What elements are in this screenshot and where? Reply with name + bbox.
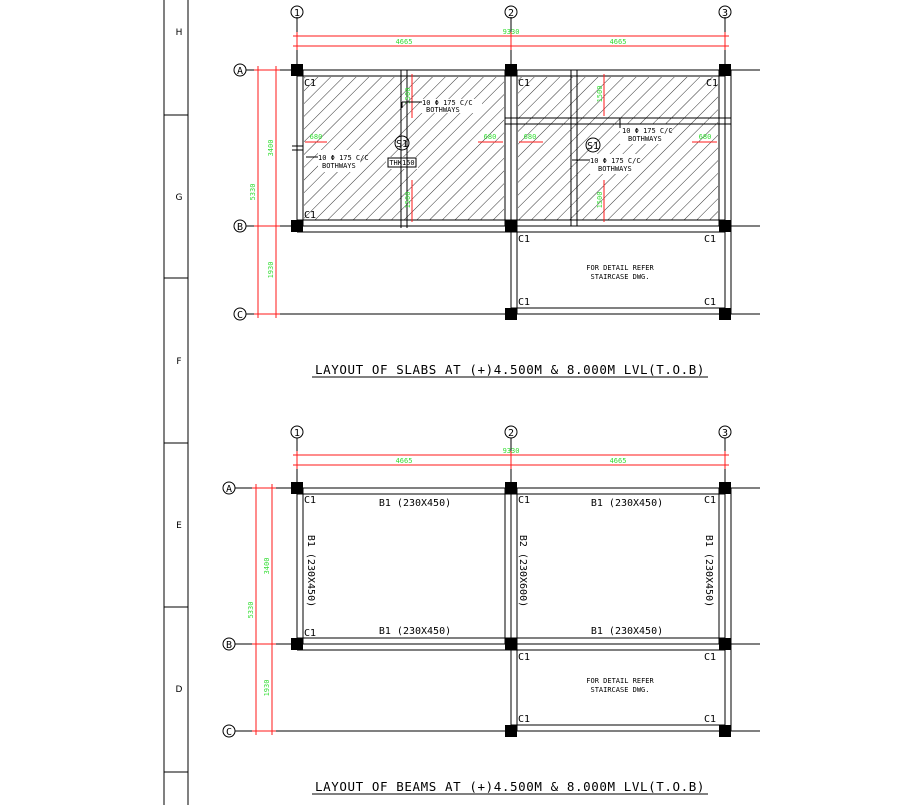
beam-plan-title: LAYOUT OF BEAMS AT (+)4.500M & 8.000M LV… [315,779,705,794]
beam-label-top-left: B1 (230X450) [379,498,451,509]
beam-label-vertical-left: B1 (230X450) [305,535,316,607]
dimension-right: 4665 [610,38,627,46]
column-c2 [505,308,517,320]
rebar-callout-left-b: BOTHWAYS [322,162,356,170]
column-c2 [505,725,517,737]
column-c3 [719,725,731,737]
dimension-total: 9330 [503,28,520,36]
column-label: C1 [518,78,530,89]
column-label: C1 [518,495,530,506]
grid-bubble-a: A [237,66,243,77]
column-label: C1 [518,234,530,245]
grid-bubble-a: A [226,484,232,495]
dimension-ab: 3400 [263,558,271,575]
small-dimension: 680 [524,133,537,141]
small-dimension: 680 [310,133,323,141]
dimension-left: 4665 [396,38,413,46]
column-b1 [291,220,303,232]
small-dimension: 1500 [596,192,604,209]
sheet-border: H G F E D [163,0,189,805]
dimension-left: 4665 [396,457,413,465]
slab-mark-left: S1 [396,139,408,150]
grid-bubble-1: 1 [294,8,300,19]
zone-label-h: H [176,28,183,38]
column-label: C1 [704,297,716,308]
beam-label-top-right: B1 (230X450) [591,498,663,509]
column-b2 [505,220,517,232]
slab-thickness-label: THK150 [389,159,414,167]
column-c3 [719,308,731,320]
small-dimension: 1500 [596,86,604,103]
small-dimension: 680 [484,133,497,141]
grid-bubble-2: 2 [508,8,514,19]
column-label: C1 [518,652,530,663]
column-label: C1 [704,495,716,506]
staircase-note-line-2: STAIRCASE DWG. [590,273,649,281]
small-dimension: 680 [699,133,712,141]
column-a3 [719,64,731,76]
zone-label-g: G [176,193,183,203]
slab-plan: C1 C1 C1 C1 C1 C1 C1 C1 1 2 3 A B C 9330… [233,5,760,378]
slab-plan-title: LAYOUT OF SLABS AT (+)4.500M & 8.000M LV… [315,362,705,377]
column-b3 [719,220,731,232]
dimension-ac: 5330 [249,184,257,201]
grid-bubble-2: 2 [508,428,514,439]
grid-bubble-3: 3 [722,428,728,439]
column-a1 [291,64,303,76]
column-label: C1 [518,714,530,725]
rebar-callout-right-top-b: BOTHWAYS [628,135,662,143]
beam-label-mid-right: B1 (230X450) [591,626,663,637]
column-b2 [505,638,517,650]
rebar-callout-right-top: 10 Φ 175 C/C [622,127,673,135]
rebar-callout-top-b: BOTHWAYS [426,106,460,114]
column-label: C1 [704,652,716,663]
staircase-note-line-1: FOR DETAIL REFER [586,677,654,685]
column-b1 [291,638,303,650]
rebar-callout-left: 10 Φ 175 C/C [318,154,369,162]
rebar-callout-top: 10 Φ 175 C/C [422,99,473,107]
column-label: C1 [706,78,718,89]
column-label: C1 [518,297,530,308]
dimension-bc: 1930 [263,680,271,697]
column-label: C1 [704,234,716,245]
rebar-callout-right: 10 Φ 175 C/C [590,157,641,165]
column-label: C1 [704,714,716,725]
column-label: C1 [304,210,316,221]
dimension-ac: 5330 [247,602,255,619]
beam-label-mid-left: B1 (230X450) [379,626,451,637]
beam-label-vertical-mid: B2 (230X600) [517,535,528,607]
beam-plan: C1 C1 C1 C1 C1 C1 C1 C1 1 2 3 A B C 9330… [222,425,760,795]
column-label: C1 [304,628,316,639]
grid-bubble-c: C [237,310,243,321]
beam-label-vertical-right: B1 (230X450) [703,535,714,607]
small-dimension: 1500 [404,88,412,105]
grid-bubble-b: B [226,640,232,651]
grid-bubble-1: 1 [294,428,300,439]
zone-label-e: E [176,521,182,531]
grid-bubble-c: C [226,727,232,738]
column-label: C1 [304,78,316,89]
slab-mark-right: S1 [587,141,599,152]
grid-bubble-3: 3 [722,8,728,19]
column-b3 [719,638,731,650]
dimension-ab: 3400 [267,140,275,157]
column-label: C1 [304,495,316,506]
dimension-bc: 1930 [267,262,275,279]
column-a3 [719,482,731,494]
slab-hatch-right [518,77,718,220]
staircase-note-line-2: STAIRCASE DWG. [590,686,649,694]
zone-label-d: D [176,685,183,695]
column-a2 [505,482,517,494]
dimension-total: 9330 [503,447,520,455]
staircase-note-line-1: FOR DETAIL REFER [586,264,654,272]
small-dimension: 1500 [404,192,412,209]
column-a2 [505,64,517,76]
column-a1 [291,482,303,494]
dimension-right: 4665 [610,457,627,465]
rebar-callout-right-b: BOTHWAYS [598,165,632,173]
zone-label-f: F [176,357,181,367]
grid-bubble-b: B [237,222,243,233]
